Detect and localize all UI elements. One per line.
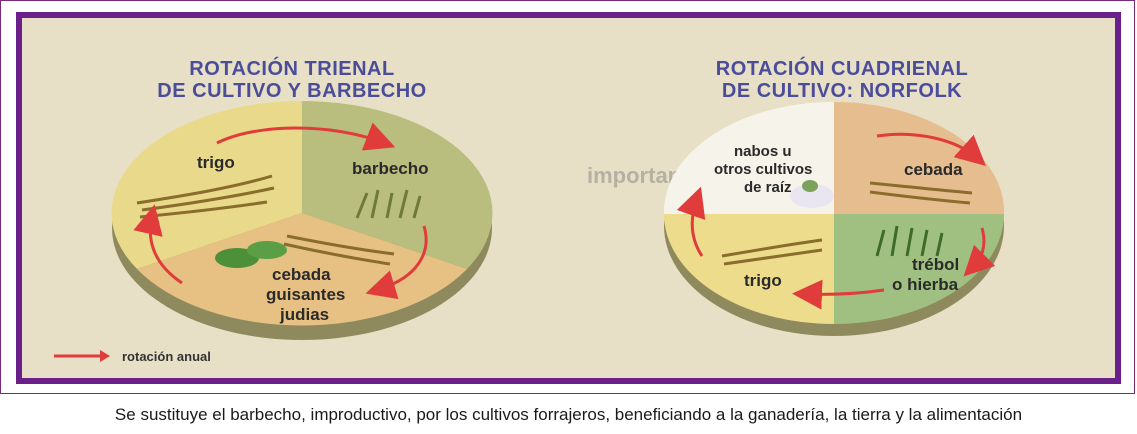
- left-diagram-title: ROTACIÓN TRIENAL DE CULTIVO Y BARBECHO: [117, 58, 467, 102]
- image-outer-frame: [0, 0, 1135, 394]
- right-sector-trebol: [834, 214, 1004, 324]
- legend-arrow-icon: [54, 350, 110, 362]
- right-sector-nabos: [663, 102, 834, 214]
- right-label-otros-cultivos: otros cultivos: [714, 161, 812, 178]
- diagram-photo: importancia de judías ROTACIÓN TRIENAL D…: [22, 18, 1115, 378]
- diagram-image-frame: importancia de judías ROTACIÓN TRIENAL D…: [16, 12, 1121, 384]
- right-label-o-hierba: o hierba: [892, 275, 959, 294]
- left-arrow-right: [365, 225, 428, 300]
- barley-icon: [869, 181, 973, 205]
- right-label-trebol: trébol: [912, 255, 959, 274]
- right-label-de-raiz: de raíz: [744, 179, 792, 196]
- image-caption: Se sustituye el barbecho, improductivo, …: [114, 405, 1023, 424]
- turnip-icon: [790, 180, 834, 208]
- rotation-diagrams-svg: trigo barbecho cebada guisantes judias: [111, 100, 1005, 340]
- right-arrow-bottom: [792, 279, 885, 310]
- wheat-icon: [721, 238, 823, 266]
- right-label-cebada: cebada: [904, 160, 963, 179]
- right-label-trigo: trigo: [744, 271, 782, 290]
- grass-icon: [355, 189, 422, 219]
- right-label-nabos: nabos u: [734, 143, 792, 160]
- right-sector-cebada: [834, 102, 1005, 214]
- clover-icon: [875, 225, 944, 257]
- left-sector-barbecho: [302, 100, 493, 270]
- left-label-cebada: cebada: [272, 265, 331, 284]
- left-label-judias: judias: [279, 305, 329, 324]
- right-arrow-left: [676, 186, 706, 257]
- left-arrow-top: [216, 122, 396, 151]
- right-arrow-top: [876, 132, 986, 167]
- right-title-line1: ROTACIÓN CUADRIENAL: [715, 58, 969, 80]
- left-arrow-left: [133, 204, 183, 285]
- barley-icon: [283, 234, 395, 266]
- left-label-trigo: trigo: [197, 153, 235, 172]
- left-title-line1: ROTACIÓN TRIENAL: [189, 58, 395, 80]
- legend-label: rotación anual: [122, 348, 211, 364]
- right-rotation-disc: nabos u otros cultivos de raíz cebada tr…: [663, 102, 1005, 336]
- beans-icon: [215, 241, 287, 268]
- right-sector-trigo: [664, 214, 834, 324]
- left-title-line2: DE CULTIVO Y BARBECHO: [157, 80, 427, 102]
- left-label-barbecho: barbecho: [352, 159, 429, 178]
- right-diagram-title: ROTACIÓN CUADRIENAL DE CULTIVO: NORFOLK: [672, 58, 1012, 102]
- left-rotation-disc: trigo barbecho cebada guisantes judias: [111, 100, 493, 340]
- legend: rotación anual: [52, 346, 211, 366]
- right-title-line2: DE CULTIVO: NORFOLK: [721, 80, 963, 102]
- left-label-guisantes: guisantes: [266, 285, 345, 304]
- right-arrow-right: [963, 227, 996, 277]
